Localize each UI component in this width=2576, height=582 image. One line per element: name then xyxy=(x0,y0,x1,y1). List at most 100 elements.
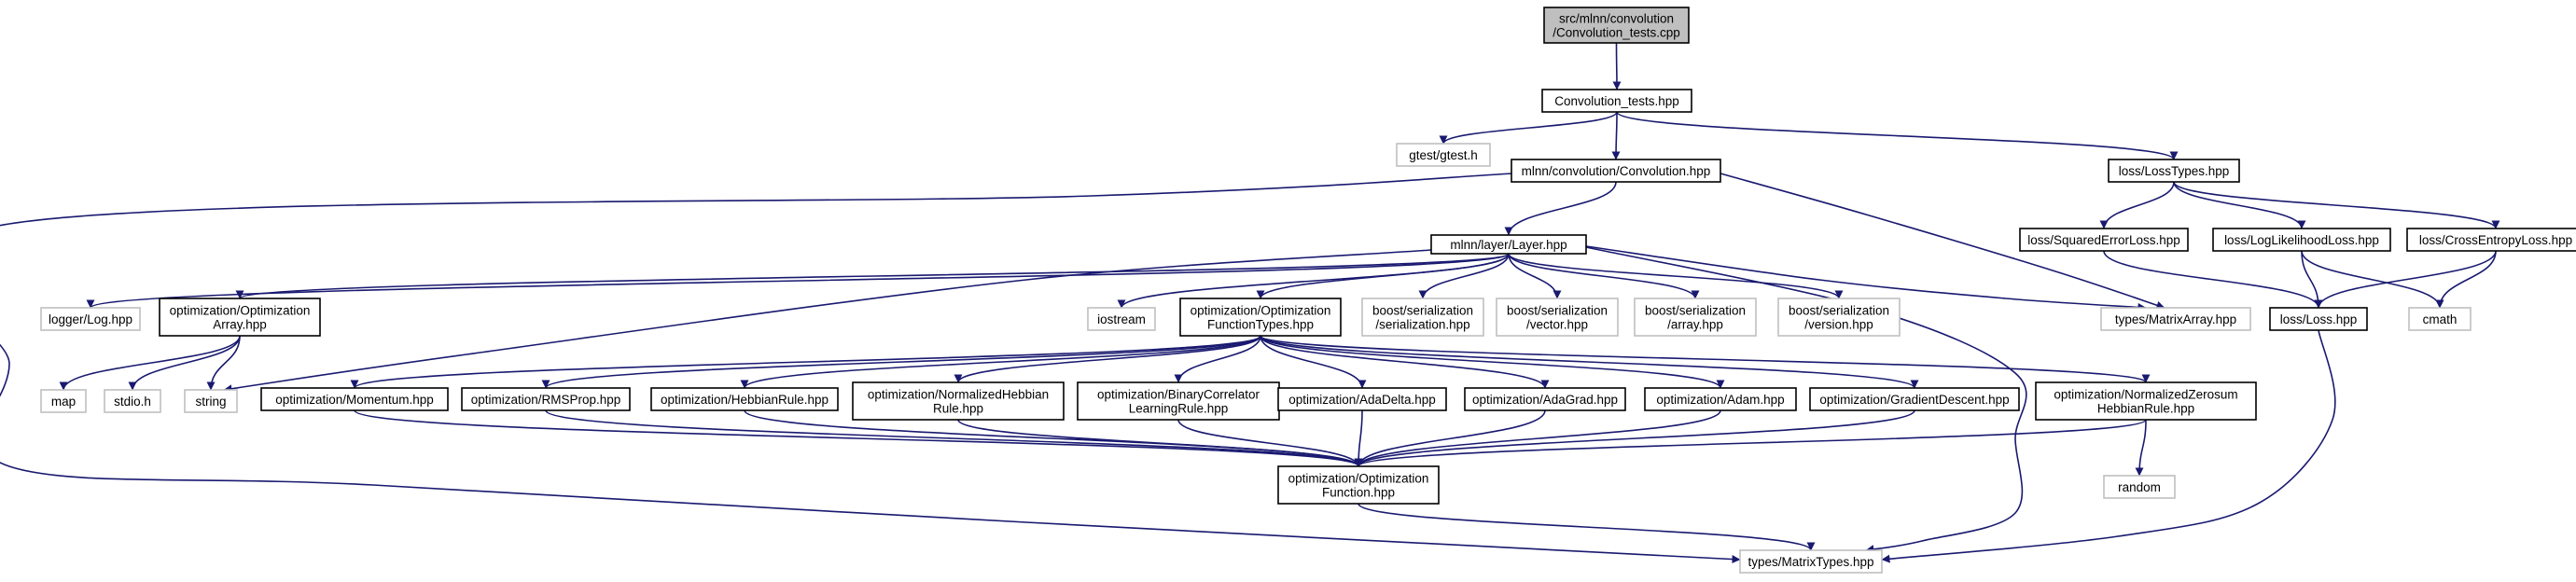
include-edge-optfunc-to-mattypes xyxy=(1358,503,1816,551)
node-box xyxy=(1739,549,1883,574)
include-edge-layer-to-mattypes xyxy=(1585,246,2027,554)
node-label: random xyxy=(2118,480,2161,494)
include-edge-optfuncs-to-bincorr xyxy=(1174,335,1261,383)
include-edge-convtests_h-to-conv_h xyxy=(1611,111,1621,160)
node-label: logger/Log.hpp xyxy=(49,312,132,326)
node-box xyxy=(104,389,161,413)
node-label: optimization/NormalizedHebbian xyxy=(868,388,1049,402)
node-box xyxy=(1634,298,1757,337)
node-sqerr[interactable]: loss/SquaredErrorLoss.hpp xyxy=(2019,228,2189,252)
node-adagrad[interactable]: optimization/AdaGrad.hpp xyxy=(1464,387,1626,411)
node-graddesc[interactable]: optimization/GradientDescent.hpp xyxy=(1809,387,2020,411)
node-convtests_h[interactable]: Convolution_tests.hpp xyxy=(1541,89,1692,113)
node-cmath: cmath xyxy=(2408,307,2472,331)
node-matarray: types/MatrixArray.hpp xyxy=(2100,307,2251,331)
node-bvec: boost/serialization/vector.hpp xyxy=(1496,298,1619,337)
node-box xyxy=(1179,298,1342,337)
node-root[interactable]: src/mlnn/convolution/Convolution_tests.c… xyxy=(1543,7,1690,44)
node-loglik[interactable]: loss/LogLikelihoodLoss.hpp xyxy=(2212,228,2391,252)
node-box xyxy=(2035,381,2257,421)
include-edge-rmsprop-to-optfunc xyxy=(545,409,1363,467)
node-label: loss/CrossEntropyLoss.hpp xyxy=(2419,233,2572,247)
node-label: boost/serialization xyxy=(1789,304,1889,318)
node-box xyxy=(1277,465,1440,505)
include-edge-optfuncs-to-adam xyxy=(1260,335,1725,389)
include-edge-loss-to-mattypes xyxy=(1881,329,2336,563)
include-edge-losstypes-to-loglik xyxy=(2173,181,2306,229)
node-normzero[interactable]: optimization/NormalizedZerosumHebbianRul… xyxy=(2035,381,2257,421)
node-label: mlnn/convolution/Convolution.hpp xyxy=(1522,164,1711,178)
node-box xyxy=(40,389,87,413)
node-box xyxy=(2100,307,2251,331)
include-edge-layer-to-optarray xyxy=(235,253,1510,299)
node-label: /array.hpp xyxy=(1667,318,1723,332)
node-label: mlnn/layer/Layer.hpp xyxy=(1450,238,1566,252)
node-adam[interactable]: optimization/Adam.hpp xyxy=(1644,387,1797,411)
include-edge-sqerr-to-loss xyxy=(2103,250,2323,309)
include-edge-layer-to-bser xyxy=(1418,253,1510,299)
include-edge-layer-to-bvec xyxy=(1508,253,1562,299)
node-layer: src/mlnn/convolution/Convolution_tests.c… xyxy=(40,7,2576,574)
node-barr: boost/serialization/array.hpp xyxy=(1634,298,1757,337)
include-edge-losstypes-to-sqerr xyxy=(2099,181,2175,229)
node-box xyxy=(159,298,321,337)
node-label: FunctionTypes.hpp xyxy=(1207,318,1314,332)
include-edge-conv_h-to-matarray xyxy=(1720,173,2165,310)
node-losstypes[interactable]: loss/LossTypes.hpp xyxy=(2108,159,2240,183)
node-label: LearningRule.hpp xyxy=(1129,402,1229,416)
node-label: loss/LossTypes.hpp xyxy=(2119,164,2230,178)
node-label: types/MatrixTypes.hpp xyxy=(1748,555,1873,569)
node-optfuncs[interactable]: optimization/OptimizationFunctionTypes.h… xyxy=(1179,298,1342,337)
node-label: iostream xyxy=(1097,312,1146,326)
node-log: logger/Log.hpp xyxy=(40,307,141,331)
node-bver: boost/serialization/version.hpp xyxy=(1777,298,1901,337)
node-box xyxy=(40,307,141,331)
node-loss[interactable]: loss/Loss.hpp xyxy=(2269,307,2368,331)
node-stdio: stdio.h xyxy=(104,389,161,413)
node-adadelta[interactable]: optimization/AdaDelta.hpp xyxy=(1277,387,1447,411)
node-label: /Convolution_tests.cpp xyxy=(1553,26,1680,40)
node-box xyxy=(184,389,238,413)
node-label: /serialization.hpp xyxy=(1375,318,1469,332)
include-edge-layer-to-matarray xyxy=(1585,245,2147,312)
node-label: boost/serialization xyxy=(1372,304,1473,318)
node-bincorr[interactable]: optimization/BinaryCorrelatorLearningRul… xyxy=(1077,381,1280,421)
include-edge-optfuncs-to-momentum xyxy=(350,335,1261,389)
node-box xyxy=(852,381,1065,421)
node-conv_h[interactable]: mlnn/convolution/Convolution.hpp xyxy=(1511,159,1721,183)
include-edge-optfuncs-to-adadelta xyxy=(1260,335,1367,389)
node-label: optimization/Momentum.hpp xyxy=(275,393,434,407)
node-label: optimization/AdaGrad.hpp xyxy=(1472,393,1618,407)
node-box xyxy=(1777,298,1901,337)
node-box xyxy=(1087,307,1156,331)
node-label: gtest/gtest.h xyxy=(1409,148,1478,162)
include-edge-normzero-to-random xyxy=(2135,419,2147,477)
node-rmsprop[interactable]: optimization/RMSProp.hpp xyxy=(461,387,631,411)
include-edge-normhebb-to-optfunc xyxy=(957,419,1363,467)
include-edge-loglik-to-cmath xyxy=(2301,250,2444,309)
node-label: src/mlnn/convolution xyxy=(1559,12,1674,26)
include-edge-conv_h-to-layer xyxy=(1504,181,1617,236)
include-edge-normzero-to-optfunc xyxy=(1354,419,2147,467)
node-label: HebbianRule.hpp xyxy=(2097,402,2194,416)
node-label: loss/SquaredErrorLoss.hpp xyxy=(2027,233,2180,247)
node-box xyxy=(2019,228,2189,252)
node-label: cmath xyxy=(2423,312,2458,326)
node-label: optimization/HebbianRule.hpp xyxy=(661,393,828,407)
node-label: types/MatrixArray.hpp xyxy=(2115,312,2236,326)
node-momentum[interactable]: optimization/Momentum.hpp xyxy=(260,387,449,411)
node-label: loss/Loss.hpp xyxy=(2280,312,2358,326)
include-edge-optfuncs-to-graddesc xyxy=(1260,335,1919,389)
node-label: Convolution_tests.hpp xyxy=(1554,94,1679,108)
node-layer[interactable]: mlnn/layer/Layer.hpp xyxy=(1430,234,1587,255)
node-hebbian[interactable]: optimization/HebbianRule.hpp xyxy=(650,387,839,411)
include-edge-adam-to-optfunc xyxy=(1354,409,1721,467)
node-crossent[interactable]: loss/CrossEntropyLoss.hpp xyxy=(2406,228,2576,252)
node-label: optimization/NormalizedZerosum xyxy=(2054,388,2237,402)
node-box xyxy=(1644,387,1797,411)
include-edge-graddesc-to-optfunc xyxy=(1354,409,1915,467)
